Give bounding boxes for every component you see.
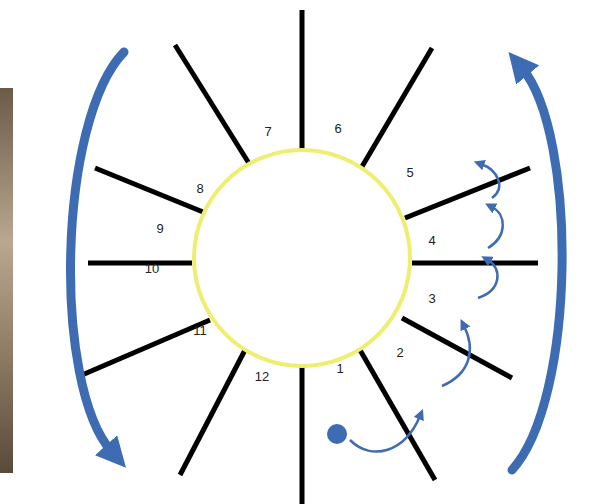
step-arrows bbox=[350, 164, 503, 452]
hub-circle bbox=[194, 150, 410, 366]
spoke bbox=[402, 318, 512, 378]
spoke bbox=[300, 365, 305, 504]
sector-number: 8 bbox=[195, 181, 204, 196]
spoke bbox=[82, 320, 210, 375]
spoke bbox=[412, 261, 538, 266]
step-arrow bbox=[488, 207, 503, 248]
sector-number: 1 bbox=[335, 361, 344, 376]
spoke bbox=[405, 168, 530, 218]
spoke bbox=[360, 350, 435, 480]
marker-dot bbox=[327, 424, 347, 444]
step-arrow bbox=[350, 416, 420, 452]
spokes bbox=[82, 10, 538, 504]
spoke bbox=[95, 168, 208, 214]
big-arrow bbox=[71, 52, 124, 452]
photo-edge bbox=[0, 88, 13, 473]
sector-number: 5 bbox=[405, 165, 414, 180]
sector-number: 10 bbox=[144, 261, 160, 276]
step-arrow bbox=[442, 326, 470, 386]
spoke bbox=[360, 48, 432, 170]
spoke bbox=[88, 261, 192, 266]
sector-number: 11 bbox=[192, 323, 208, 338]
sector-number: 7 bbox=[263, 124, 272, 139]
sector-number: 4 bbox=[427, 233, 436, 248]
spoke bbox=[175, 45, 250, 165]
sector-number: 3 bbox=[427, 291, 436, 306]
step-arrow bbox=[481, 164, 499, 198]
sector-number: 6 bbox=[333, 121, 342, 136]
sector-number: 12 bbox=[254, 369, 270, 384]
sector-number: 9 bbox=[155, 221, 164, 236]
spoke bbox=[300, 10, 305, 152]
sector-number: 2 bbox=[395, 345, 404, 360]
step-arrow bbox=[478, 260, 497, 298]
spoke bbox=[180, 350, 245, 475]
big-arrow bbox=[512, 68, 562, 470]
